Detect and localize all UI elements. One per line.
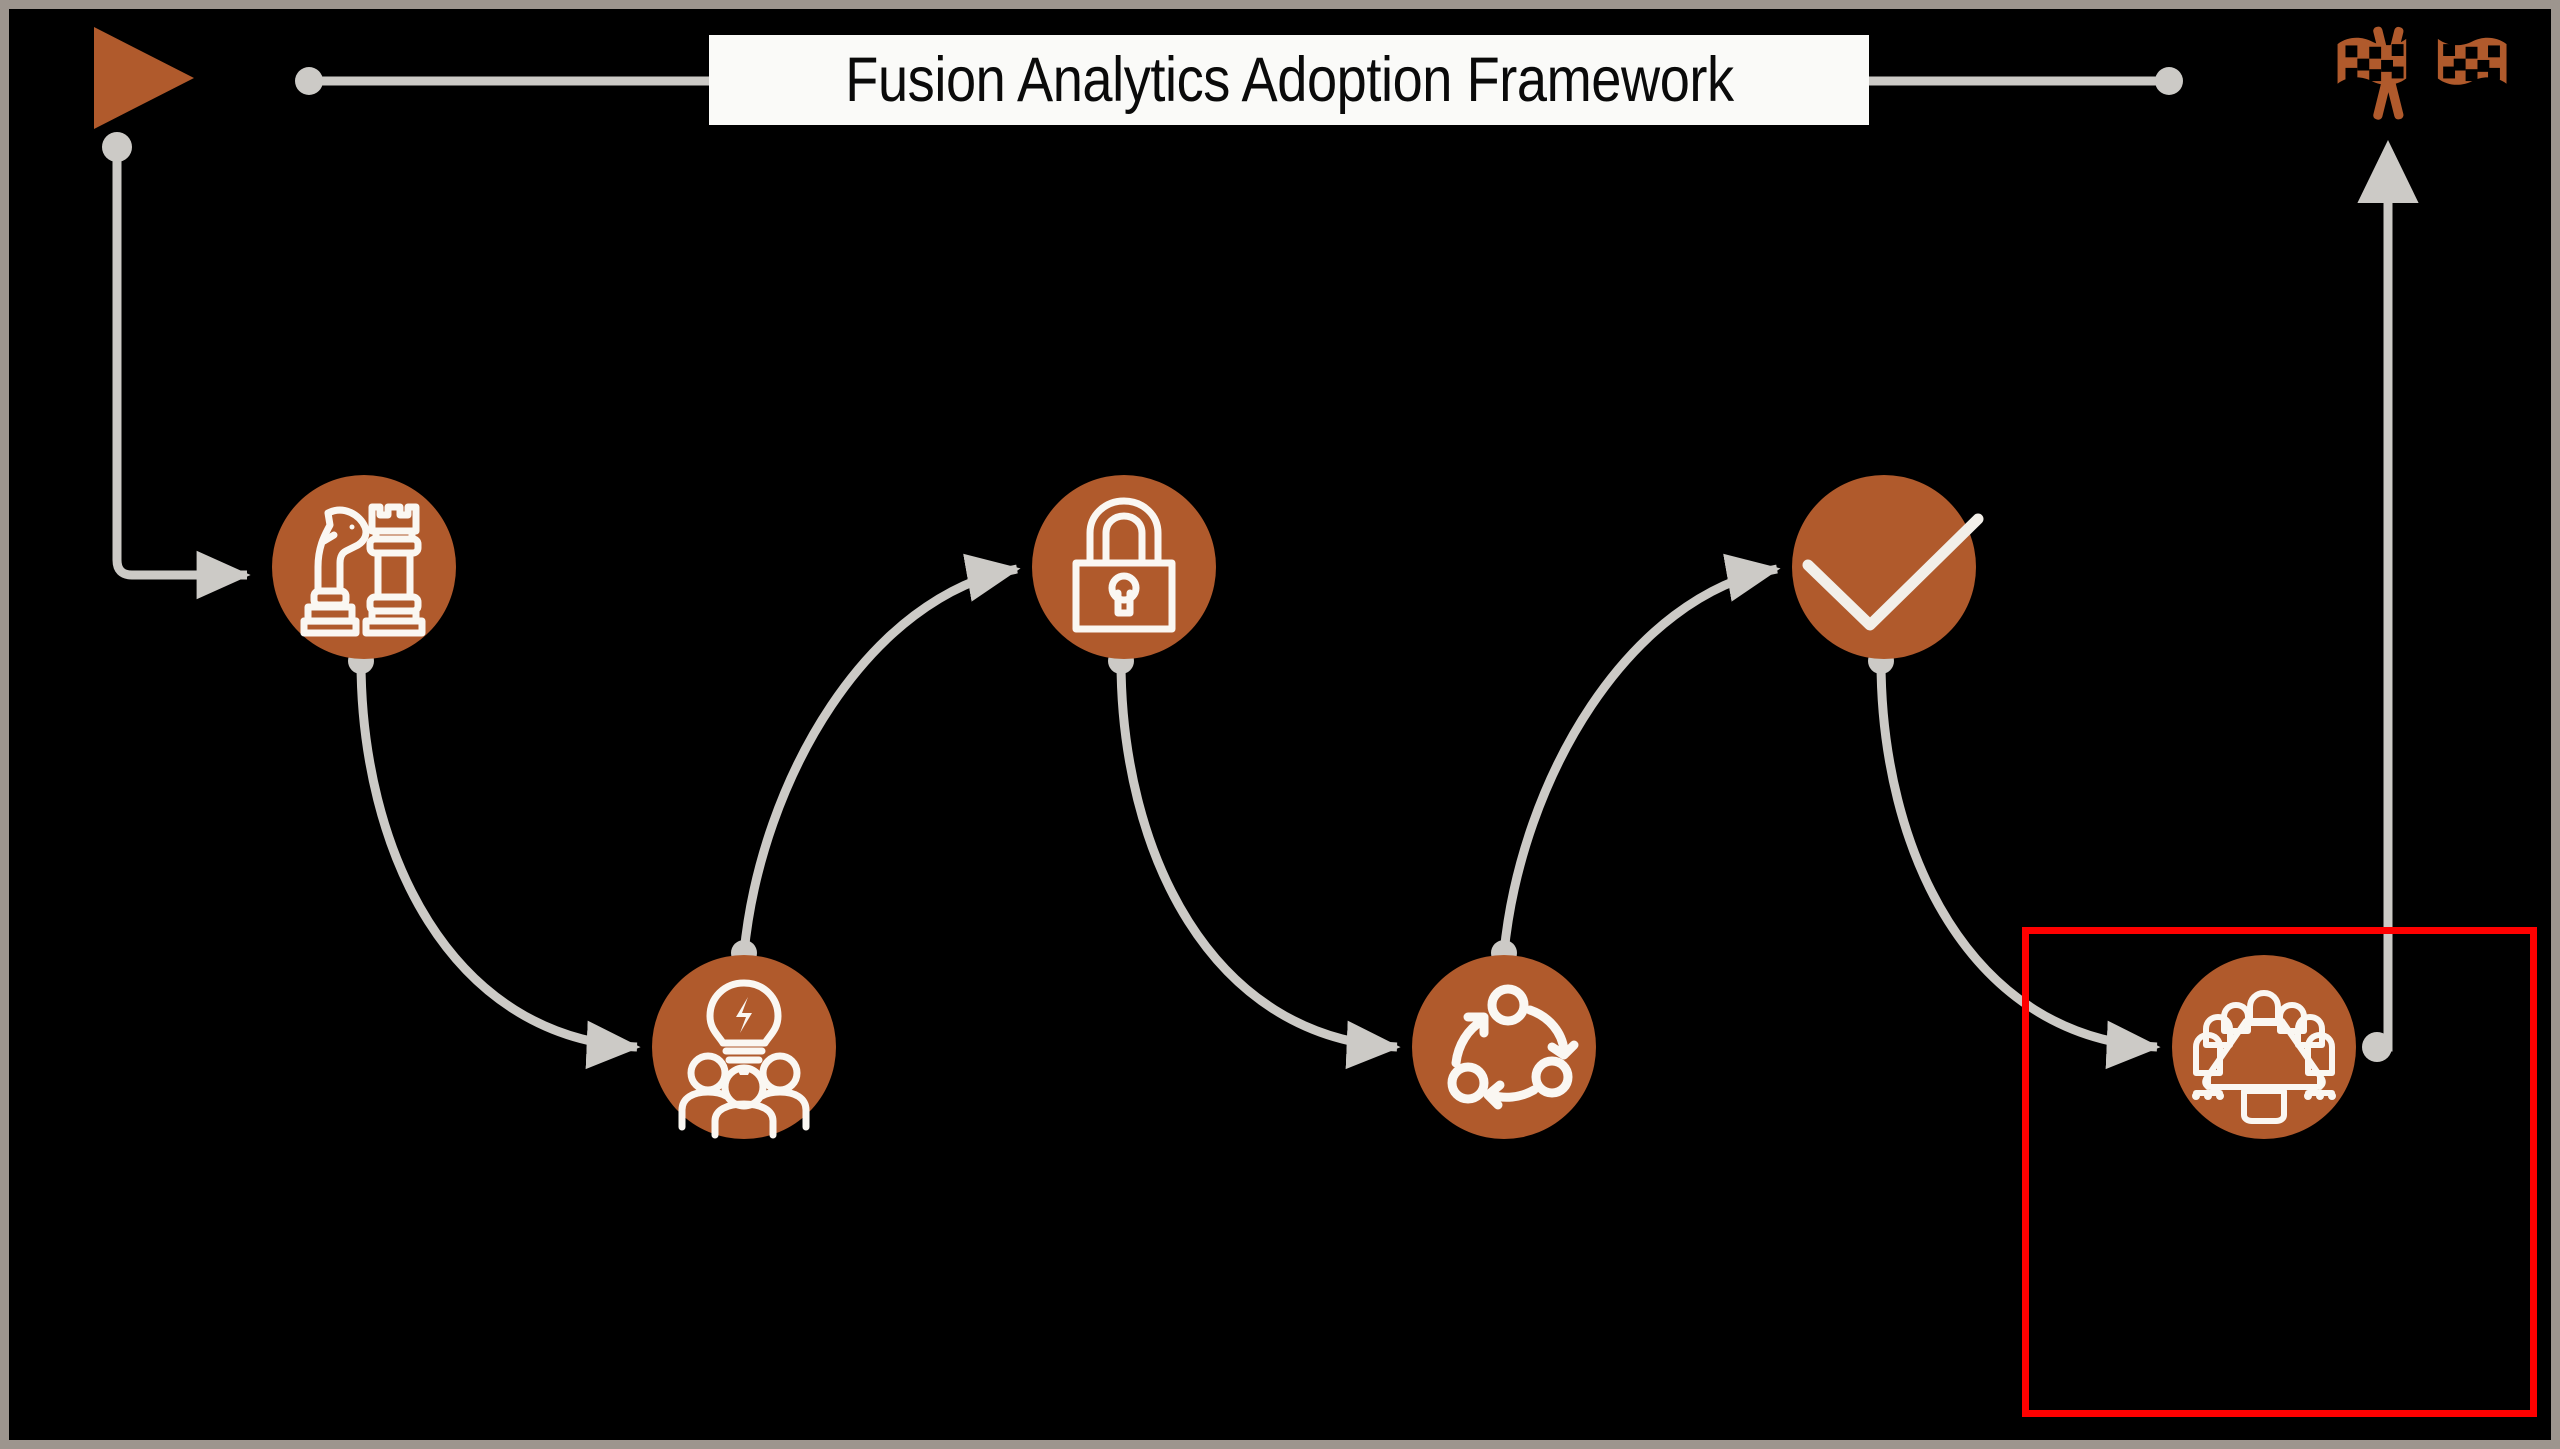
node-conference-table[interactable] bbox=[2172, 955, 2356, 1139]
conference-table-icon bbox=[2192, 990, 2336, 1124]
connector-title-left bbox=[295, 67, 711, 95]
connector-node-1-to-node-2 bbox=[348, 648, 641, 1070]
connector-title-right bbox=[1867, 67, 2183, 95]
checkered-flags-icon bbox=[2337, 26, 2507, 120]
diagram-title-box: Fusion Analytics Adoption Framework bbox=[709, 35, 1869, 125]
node-lightbulb-team[interactable] bbox=[652, 955, 836, 1139]
chess-pieces-icon bbox=[300, 503, 426, 637]
diagram-svg bbox=[94, 26, 2507, 1070]
checkmark-icon bbox=[1802, 513, 1984, 631]
padlock-icon bbox=[1072, 497, 1176, 633]
lightbulb-team-icon bbox=[678, 979, 810, 1139]
node-checkmark[interactable] bbox=[1792, 475, 1984, 659]
connector-node-3-to-node-4 bbox=[1108, 648, 1401, 1070]
connector-node-2-to-node-3 bbox=[731, 553, 1021, 966]
node-padlock[interactable] bbox=[1032, 475, 1216, 659]
selection-rectangle[interactable] bbox=[2022, 927, 2537, 1417]
connector-node-6-to-end bbox=[2357, 140, 2419, 1062]
play-triangle-icon bbox=[94, 27, 194, 129]
connector-node-4-to-node-5 bbox=[1491, 553, 1781, 966]
cycle-arrows-icon bbox=[1447, 984, 1579, 1110]
page-title: Fusion Analytics Adoption Framework bbox=[844, 44, 1734, 115]
connector-start-to-node-1 bbox=[102, 132, 251, 600]
node-cycle-arrows[interactable] bbox=[1412, 955, 1596, 1139]
node-chess-pieces[interactable] bbox=[272, 475, 456, 659]
